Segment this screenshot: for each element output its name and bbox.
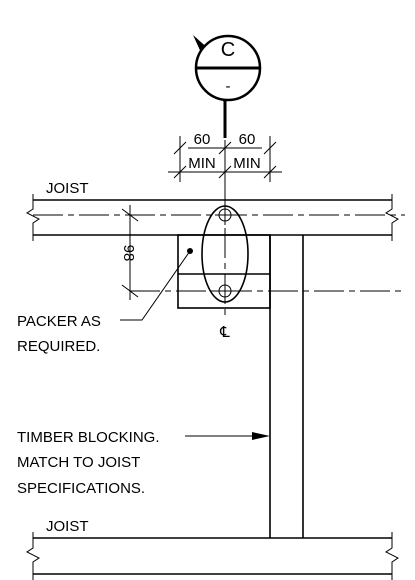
timber-blocking (269, 235, 304, 538)
offset-tick-5 (218, 165, 232, 179)
packer-label-line1: PACKER AS (17, 313, 101, 330)
bottom-joist-label: JOIST (46, 518, 89, 535)
section-marker-letter: C (221, 39, 235, 61)
offset-dimensions: 60 60 MIN MIN (168, 131, 282, 182)
top-joist: JOIST (26, 180, 399, 241)
offset-left-min: MIN (188, 155, 216, 172)
packer-leader: PACKER AS REQUIRED. (17, 248, 193, 355)
centreline-symbol: ℄ (219, 324, 230, 341)
packer-outline (177, 234, 271, 309)
top-joist-label: JOIST (46, 180, 89, 197)
section-marker: C - (193, 34, 262, 138)
packer (177, 234, 271, 309)
offset-tick-1 (173, 141, 187, 155)
top-joist-break-left (26, 194, 40, 241)
blocking-label-line1: TIMBER BLOCKING. (17, 429, 160, 446)
offset-tick-3 (263, 141, 277, 155)
blocking-leader-arrow (252, 432, 270, 440)
bottom-joist-break-right (385, 532, 399, 580)
spacing-tick-bottom (121, 284, 139, 298)
section-marker-sheet: - (226, 78, 231, 95)
offset-tick-6 (263, 165, 277, 179)
bottom-joist: JOIST (26, 518, 399, 580)
top-joist-break-right (385, 194, 399, 241)
spacing-dimension: 98 (120, 205, 139, 300)
blocking-label-line3: SPECIFICATIONS. (17, 480, 145, 497)
blocking-label-line2: MATCH TO JOIST (17, 454, 140, 471)
offset-tick-4 (173, 165, 187, 179)
offset-left-value: 60 (194, 131, 211, 148)
packer-leader-line (120, 250, 191, 321)
blocking-leader: TIMBER BLOCKING. MATCH TO JOIST SPECIFIC… (17, 429, 270, 497)
offset-right-value: 60 (239, 131, 256, 148)
spacing-tick-top (121, 208, 139, 222)
offset-tick-2 (218, 141, 232, 155)
offset-right-min: MIN (233, 155, 261, 172)
centre-lines: ℄ (33, 182, 405, 341)
bottom-joist-break-left (26, 532, 40, 580)
packer-label-line2: REQUIRED. (17, 338, 100, 355)
spacing-value: 98 (120, 245, 137, 262)
